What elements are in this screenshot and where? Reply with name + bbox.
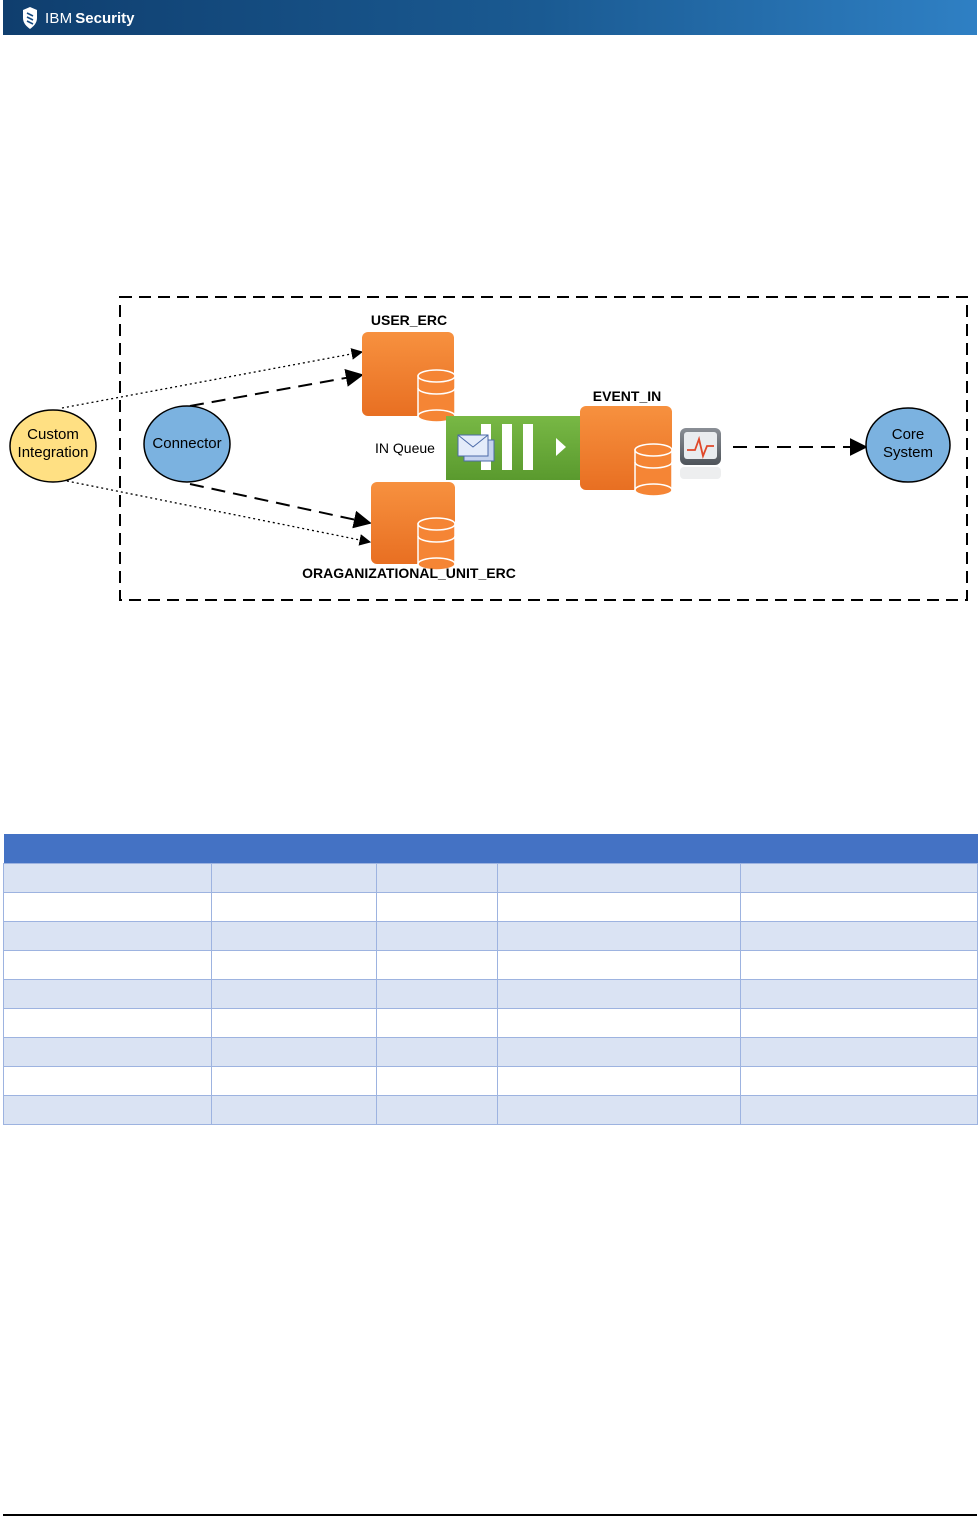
table-cell (740, 1037, 978, 1067)
table-cell (376, 892, 498, 922)
table-cell (3, 863, 212, 893)
table-cell (211, 892, 377, 922)
table-cell (376, 863, 498, 893)
brand-product: Security (75, 9, 135, 27)
brand-name: IBM (45, 9, 73, 27)
table-cell (497, 892, 741, 922)
link-connector-to-user-erc (189, 369, 364, 407)
table-cell (211, 1066, 377, 1096)
connector-label: Connector (152, 435, 221, 452)
table-cell (497, 863, 741, 893)
user-erc-label: USER_ERC (371, 312, 447, 328)
table-cell (211, 950, 377, 980)
custom-integration-label-1: Custom (27, 426, 79, 443)
architecture-diagram: Custom Integration Connector Core System… (9, 296, 968, 601)
table-cell (211, 1008, 377, 1038)
org-unit-erc-label: ORAGANIZATIONAL_UNIT_ERC (302, 565, 516, 581)
data-table (3, 834, 978, 1125)
table-row (3, 1037, 978, 1067)
event-in-label: EVENT_IN (593, 388, 661, 404)
in-queue-label: IN Queue (375, 440, 435, 456)
table-row (3, 1066, 978, 1096)
table-cell (740, 1008, 978, 1038)
org-unit-erc-database (371, 482, 456, 571)
custom-integration-node: Custom Integration (9, 409, 97, 483)
table-cell (376, 950, 498, 980)
envelope-icon (457, 434, 495, 462)
table-cell (211, 863, 377, 893)
table-cell (497, 1037, 741, 1067)
footer-rule (3, 1514, 977, 1516)
brand-logo: IBM Security (21, 5, 134, 31)
monitor-icon (680, 428, 721, 479)
table-cell (3, 979, 212, 1009)
table-cell (376, 979, 498, 1009)
table-cell (740, 892, 978, 922)
table-cell (740, 1066, 978, 1096)
table-header-cell (211, 834, 377, 864)
table-row (3, 921, 978, 951)
system-boundary (119, 296, 968, 601)
ibm-security-shield-icon (23, 7, 37, 29)
table-header-cell (3, 834, 212, 864)
table-row (3, 863, 978, 893)
database-icon (634, 443, 673, 497)
table-cell (497, 979, 741, 1009)
table-cell (211, 979, 377, 1009)
table-row (3, 979, 978, 1009)
table-cell (3, 1008, 212, 1038)
queue-icon (446, 416, 580, 480)
link-connector-to-org-erc (189, 483, 372, 529)
table-row (3, 1008, 978, 1038)
table-cell (740, 1095, 978, 1125)
table-cell (497, 950, 741, 980)
table-header-cell (497, 834, 741, 864)
table-cell (740, 863, 978, 893)
table-cell (740, 950, 978, 980)
table-cell (376, 1037, 498, 1067)
user-erc-database (362, 332, 456, 423)
table-cell (497, 1008, 741, 1038)
table-cell (376, 1095, 498, 1125)
table-cell (3, 1037, 212, 1067)
table-row (3, 892, 978, 922)
table-cell (497, 921, 741, 951)
event-in-database (580, 406, 673, 497)
link-custom-to-org-erc (61, 479, 372, 546)
header-bar: IBM Security (3, 0, 977, 35)
database-icon (417, 517, 456, 571)
database-icon (417, 369, 456, 423)
table-cell (740, 979, 978, 1009)
table-cell (3, 1095, 212, 1125)
core-system-label-1: Core (892, 426, 925, 443)
link-custom-to-user-erc (61, 348, 364, 409)
table-header-row (3, 834, 978, 864)
table-cell (3, 1066, 212, 1096)
table-cell (3, 921, 212, 951)
table-cell (376, 921, 498, 951)
core-system-label-2: System (883, 444, 933, 461)
table-header-cell (376, 834, 498, 864)
table-header-cell (740, 834, 978, 864)
core-system-node: Core System (865, 407, 951, 483)
table-cell (497, 1095, 741, 1125)
table-cell (211, 921, 377, 951)
table-cell (3, 892, 212, 922)
table-cell (211, 1037, 377, 1067)
table-row (3, 1095, 978, 1125)
connector-node: Connector (143, 405, 231, 483)
table-cell (740, 921, 978, 951)
table-cell (211, 1095, 377, 1125)
table-cell (497, 1066, 741, 1096)
table-cell (376, 1066, 498, 1096)
table-cell (3, 950, 212, 980)
table-row (3, 950, 978, 980)
custom-integration-label-2: Integration (18, 444, 89, 461)
table-cell (376, 1008, 498, 1038)
